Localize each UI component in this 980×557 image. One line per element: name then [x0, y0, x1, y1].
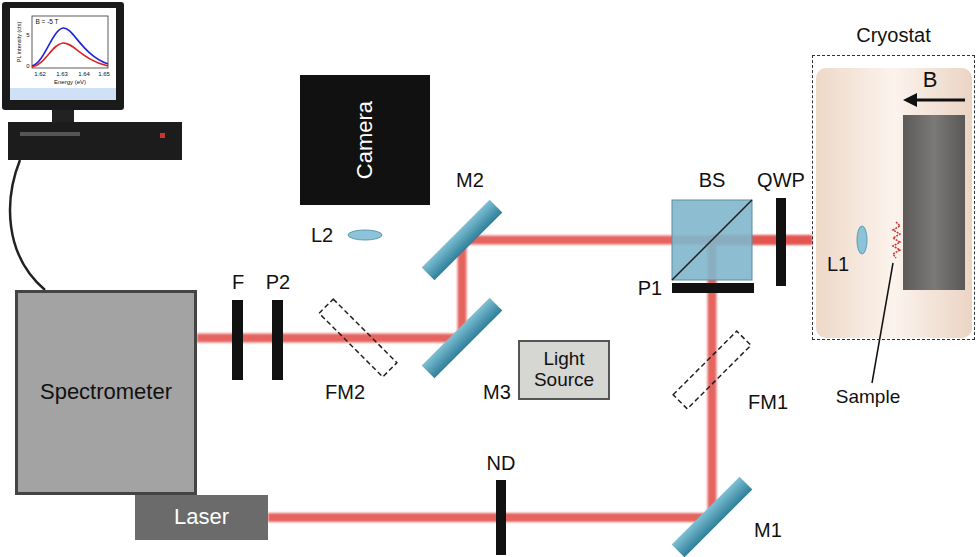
- region-heading: Cryostat: [856, 24, 930, 46]
- component-label: M3: [483, 382, 511, 402]
- cryostat-window: [816, 68, 972, 338]
- component-label: P2: [266, 272, 290, 292]
- spectrum-curve: [32, 28, 108, 66]
- monitor-screen: [10, 8, 116, 100]
- camera-box: Camera: [300, 75, 430, 205]
- laser-box: Laser: [135, 495, 268, 540]
- laser-beam: [805, 236, 895, 245]
- box-text: Light Source: [526, 349, 602, 391]
- filter-bar: [232, 300, 243, 380]
- component-label: BS: [699, 170, 726, 190]
- spectrometer-box: Spectrometer: [15, 290, 197, 495]
- computer-cable: [10, 160, 45, 290]
- light-source-box: Light Source: [518, 340, 610, 400]
- laser-beam: [268, 240, 812, 518]
- component-label: ND: [487, 453, 516, 473]
- lens: [348, 230, 382, 240]
- component-label: L1: [827, 254, 849, 274]
- imaging-beam: [361, 205, 370, 338]
- sample-holder: [903, 115, 965, 290]
- component-label: FM2: [325, 382, 365, 402]
- box-text: Camera: [353, 101, 377, 179]
- splitter-diagonal: [672, 200, 752, 280]
- plot-frame: [32, 16, 108, 68]
- beam-splitter: [672, 200, 752, 280]
- axis-label: PL intensity (cts): [17, 22, 23, 62]
- monitor-frame: [2, 2, 124, 110]
- flip-mirror: [319, 299, 397, 377]
- lens: [857, 226, 867, 254]
- tick-label: 1.63: [56, 71, 68, 77]
- sample-flake: [893, 222, 900, 258]
- tick-label: 0: [26, 63, 29, 69]
- chart-annotation: B = -5 T: [35, 19, 58, 26]
- monitor-stand: [52, 110, 74, 122]
- drive-slot: [20, 132, 80, 136]
- nd-filter: [496, 480, 506, 555]
- sample-label: Sample: [836, 387, 900, 406]
- field-label: B: [923, 69, 938, 91]
- component-label: QWP: [757, 170, 805, 190]
- power-led: [160, 133, 165, 138]
- quarter-wave-plate: [776, 198, 786, 286]
- component-label: P1: [638, 278, 662, 298]
- computer-case: [8, 122, 182, 160]
- tick-label: 1.64: [78, 71, 90, 77]
- component-label: M2: [456, 170, 484, 190]
- tick-label: 1.62: [34, 71, 46, 77]
- leader-line: [872, 263, 893, 383]
- illumination-beam: [610, 366, 712, 375]
- tick-label: 1.65: [98, 71, 110, 77]
- field-arrowhead: [903, 93, 917, 107]
- axis-label: Energy (eV): [54, 79, 86, 85]
- polarizer-bar: [272, 300, 283, 380]
- mirror: [422, 298, 503, 379]
- field-arrow: [915, 99, 965, 102]
- component-label: F: [232, 272, 244, 292]
- component-label: M1: [754, 520, 782, 540]
- mirror: [672, 477, 753, 557]
- cryostat-region: Cryostat: [812, 55, 975, 340]
- component-label: FM1: [748, 392, 788, 412]
- polarizer-bar: [672, 283, 754, 293]
- component-label: L2: [311, 225, 333, 245]
- tick-label: 5: [26, 32, 29, 38]
- spectrum-curve: [32, 43, 108, 67]
- mirror: [422, 200, 503, 281]
- screen-band: [10, 88, 116, 100]
- box-text: Laser: [174, 505, 229, 529]
- flip-mirror: [673, 331, 751, 409]
- box-text: Spectrometer: [40, 380, 172, 404]
